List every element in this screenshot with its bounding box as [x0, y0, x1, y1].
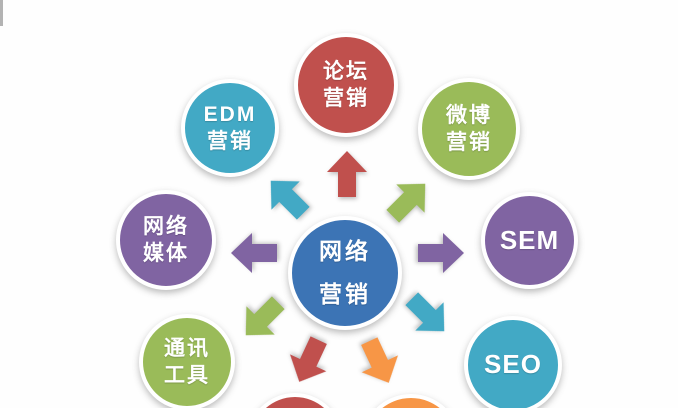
arrow-to-weibo-marketing-icon: [378, 169, 440, 231]
node-label: 通讯工具: [164, 336, 210, 387]
node-label: 论坛营销: [323, 59, 369, 110]
arrow-to-edm-marketing-icon: [256, 166, 318, 228]
node-partial-bottom-right: [361, 394, 461, 408]
center-node-label: 网络营销: [319, 238, 371, 307]
node-web-media: 网络媒体: [116, 190, 216, 290]
node-label: 网络媒体: [143, 214, 189, 265]
arrow-to-bottom-left-circle-icon: [280, 331, 338, 390]
node-forum-marketing: 论坛营销: [294, 33, 398, 137]
arrow-to-im-tools-icon: [231, 288, 293, 350]
node-label: SEM: [499, 224, 560, 255]
arrow-to-seo-icon: [397, 284, 459, 346]
node-seo: SEO: [464, 316, 562, 408]
node-label: SEO: [484, 349, 542, 380]
node-sem: SEM: [481, 192, 578, 289]
arrow-to-bottom-right-circle-icon: [350, 332, 408, 391]
node-partial-bottom-left: [247, 393, 343, 408]
node-weibo-marketing: 微博营销: [418, 78, 520, 180]
node-label: 微博营销: [446, 103, 492, 154]
arrow-to-web-media-icon: [231, 232, 277, 274]
arrow-to-forum-marketing-icon: [326, 151, 368, 197]
node-network-marketing-center: 网络营销: [288, 216, 402, 330]
arrow-to-sem-icon: [418, 232, 464, 274]
node-im-tools: 通讯工具: [139, 314, 235, 408]
screen-edge-artifact: [0, 0, 3, 26]
